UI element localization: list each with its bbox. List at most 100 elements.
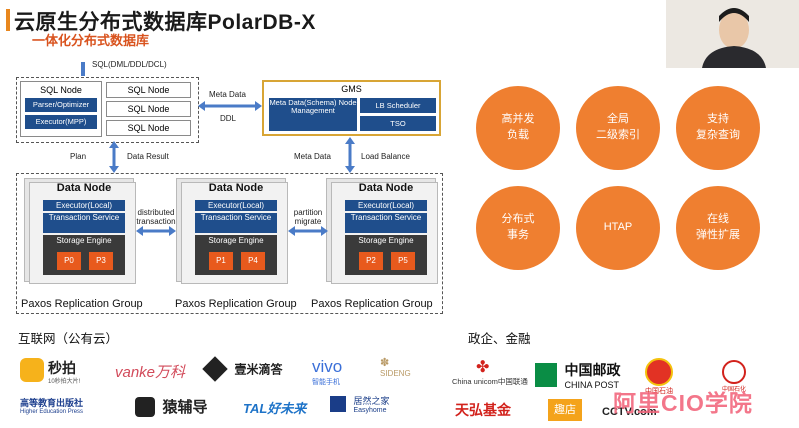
logo-cctv: CCTV.com	[602, 406, 657, 418]
distributed-transaction-label: distributed transaction	[136, 208, 176, 226]
data-node-2-title: Data Node	[208, 182, 264, 194]
feature-2-line2: 二级索引	[596, 129, 640, 141]
logo-miaopai: 秒拍 10秒拍大片!	[20, 358, 98, 388]
sinopec-name: 中国石化	[722, 387, 747, 393]
sql-gms-arrow	[198, 101, 262, 111]
hep-sub: Higher Education Press	[20, 409, 84, 415]
section-gov-finance: 政企、金融	[468, 332, 531, 346]
feature-high-concurrency: 高并发负载	[476, 86, 560, 170]
sql-node-main-title: SQL Node	[40, 85, 82, 95]
parser-box: Parser/Optimizer	[25, 98, 97, 112]
gms-meta-box: Meta Data(Schema) Node Management	[269, 98, 357, 131]
feature-global-index: 全局二级索引	[576, 86, 660, 170]
hep-name: 高等教育出版社	[20, 398, 84, 408]
feature-1-line2: 负载	[507, 129, 529, 141]
feature-5-line1: HTAP	[603, 221, 633, 234]
title-accent-bar	[6, 9, 10, 31]
cnpc-icon	[645, 358, 673, 386]
feature-3-line1: 支持	[707, 113, 729, 126]
slide-subtitle: 一体化分布式数据库	[32, 33, 150, 48]
feature-1-line1: 高并发	[501, 113, 535, 126]
sideng-icon: ✽	[380, 357, 390, 369]
yuanfudao-icon	[135, 396, 155, 417]
china-post-en: CHINA POST	[564, 380, 619, 390]
paxos-label-1: Paxos Replication Group	[21, 298, 143, 310]
logo-tianhong: 天弘基金	[455, 400, 511, 420]
yimi-icon	[202, 356, 228, 382]
distributed-transaction-arrow	[136, 226, 176, 236]
unicom-name: China unicom中国联通	[452, 377, 528, 386]
vivo-sub: 智能手机	[312, 379, 340, 386]
dn2-partition-b: P4	[241, 252, 265, 270]
logo-tal: TAL好未来	[243, 401, 307, 416]
tso-box: TSO	[360, 116, 436, 131]
logo-sideng: ✽ SIDENG	[380, 356, 411, 378]
dn1-transaction: Transaction Service	[43, 213, 125, 233]
yimi-name: 壹米滴答	[234, 362, 283, 377]
dn3-partition-a: P2	[359, 252, 383, 270]
tianhong-name: 天弘基金	[455, 402, 511, 418]
executor-mpp-box: Executor(MPP)	[25, 115, 97, 129]
logo-yuanfudao: 猿辅导	[135, 396, 207, 417]
paxos-label-2: Paxos Replication Group	[175, 298, 297, 310]
gms-title: GMS	[341, 84, 362, 94]
sql-arrow	[81, 62, 85, 76]
feature-4-line2: 事务	[507, 229, 529, 241]
logo-sinopec: 中国石化	[722, 360, 746, 393]
sql-node-4: SQL Node	[106, 120, 191, 136]
data-node-3-title: Data Node	[358, 182, 414, 194]
partition-migrate-arrow	[288, 226, 328, 236]
sinopec-icon	[722, 360, 746, 384]
paxos-label-3: Paxos Replication Group	[311, 298, 433, 310]
miaopai-icon	[20, 358, 44, 382]
feature-6-line1: 在线	[707, 213, 729, 226]
dn3-executor: Executor(Local)	[345, 200, 427, 211]
data-node-1-title: Data Node	[56, 182, 112, 194]
unicom-icon: ✤	[476, 359, 490, 376]
sql-node-main: SQL Node Parser/Optimizer Executor(MPP)	[20, 81, 102, 137]
load-balance-label: Load Balance	[361, 152, 410, 161]
data-node-area	[16, 173, 443, 314]
easyhome-sub: Easyhome	[353, 407, 387, 414]
dn2-partition-a: P1	[209, 252, 233, 270]
plan-label: Plan	[70, 152, 87, 161]
dn2-storage-label: Storage Engine	[208, 236, 264, 245]
dn3-transaction: Transaction Service	[345, 213, 427, 233]
sql-node-group	[16, 77, 199, 143]
dn1-executor: Executor(Local)	[43, 200, 125, 211]
feature-complex-query: 支持复杂查询	[676, 86, 760, 170]
dn1-storage-label: Storage Engine	[56, 236, 112, 245]
dn3-partition-b: P5	[391, 252, 415, 270]
logo-vanke: vanke万科	[115, 364, 186, 381]
feature-6-line2: 弹性扩展	[696, 229, 740, 241]
sql-label: SQL(DML/DDL/DCL)	[92, 60, 167, 69]
feature-htap: HTAP	[576, 186, 660, 270]
plan-arrow	[109, 141, 119, 173]
speaker-video	[666, 0, 799, 68]
section-internet: 互联网（公有云）	[18, 332, 119, 346]
partition-migrate-label: partition migrate	[293, 208, 323, 226]
sql-node-3: SQL Node	[106, 101, 191, 117]
logo-cnpc: 中国石油	[645, 358, 673, 396]
logo-vivo: vivo 智能手机	[312, 357, 342, 387]
logo-unicom: ✤ China unicom中国联通	[452, 360, 528, 387]
feature-3-line2: 复杂查询	[696, 129, 740, 141]
dn1-partition-b: P3	[89, 252, 113, 270]
miaopai-name: 秒拍	[48, 360, 76, 376]
logo-qudian: 趣店	[548, 399, 582, 421]
meta-data-label-1: Meta Data	[209, 90, 246, 99]
slide-title: 云原生分布式数据库PolarDB-X	[14, 11, 316, 34]
feature-elastic-scaling: 在线弹性扩展	[676, 186, 760, 270]
logo-yimi: 壹米滴答	[202, 356, 283, 382]
dn3-storage-label: Storage Engine	[358, 236, 414, 245]
logo-hep: 高等教育出版社 Higher Education Press	[20, 396, 83, 415]
sideng-name: SIDENG	[380, 369, 411, 378]
easyhome-name: 居然之家	[353, 396, 390, 406]
vivo-name: vivo	[312, 357, 343, 376]
load-balance-arrow	[345, 137, 355, 173]
lb-scheduler-box: LB Scheduler	[360, 98, 436, 113]
meta-data-label-2: Meta Data	[294, 152, 331, 161]
miaopai-sub: 10秒拍大片!	[48, 379, 81, 385]
china-post-name: 中国邮政	[564, 362, 621, 378]
gms-box: GMS Meta Data(Schema) Node Management LB…	[262, 80, 441, 136]
